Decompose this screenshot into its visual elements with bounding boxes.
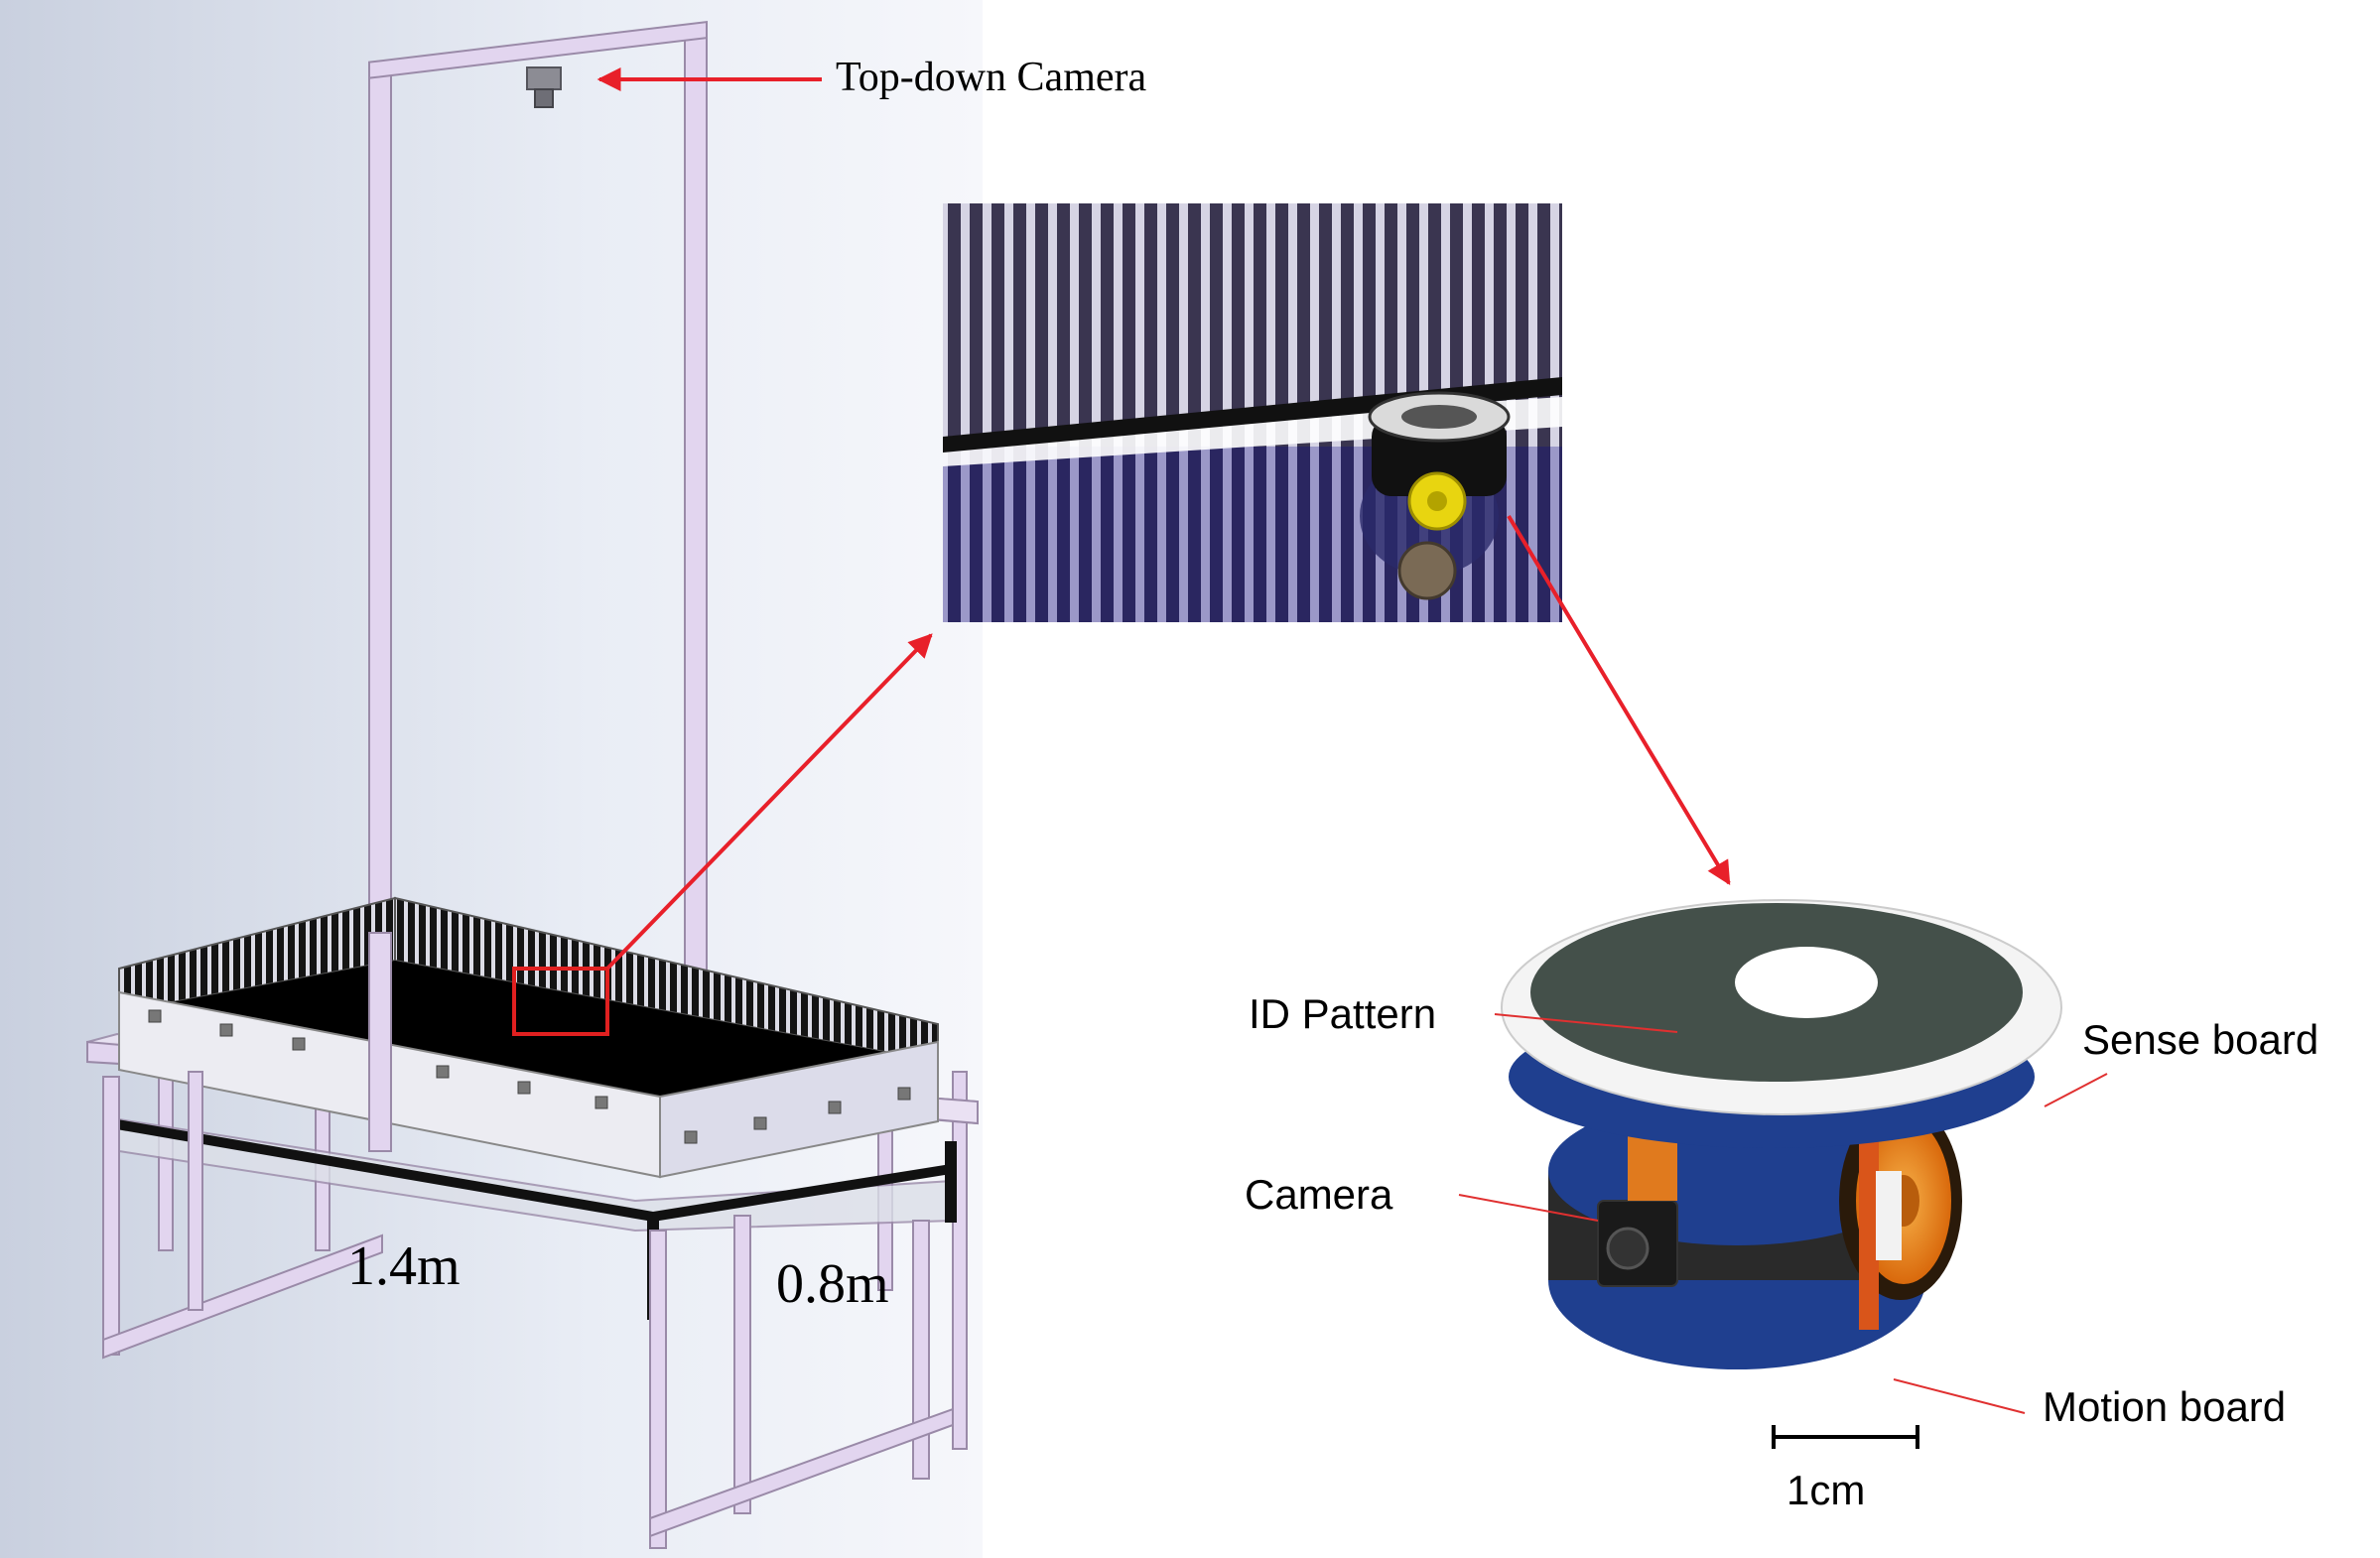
motion-board-callout: [1893, 1378, 2026, 1414]
arena-length-label: 1.4m: [347, 1235, 461, 1297]
arena-width-label: 0.8m: [776, 1253, 889, 1315]
arena-floor: [119, 961, 938, 1116]
zoom-arrow: [605, 633, 933, 971]
motion-board-label: Motion board: [2043, 1383, 2287, 1430]
arena-render: [0, 0, 983, 1558]
id-pattern-label: ID Pattern: [1249, 990, 1437, 1037]
callout-lines: [1458, 1013, 2108, 1414]
wall-markers: [148, 1009, 911, 1144]
detail-arrow: [1507, 514, 1731, 886]
render-background: [0, 0, 983, 1558]
sense-board-label: Sense board: [2082, 1016, 2319, 1063]
arena-front-wall-right: [659, 1040, 939, 1179]
camera-icon: [526, 66, 562, 108]
arena-closeup-photo: [943, 203, 1562, 622]
camera-label: Camera: [1245, 1171, 1393, 1218]
arena-box: [118, 896, 939, 1179]
id-pattern-callout: [1494, 1013, 1678, 1033]
scale-bar-label: 1cm: [1786, 1467, 1866, 1513]
top-down-camera-label: Top-down Camera: [836, 55, 1147, 100]
zoom-region-box: [512, 967, 609, 1036]
sense-board-callout: [2044, 1073, 2108, 1107]
robot-icon: [1360, 391, 1511, 600]
table-front-legs: [102, 1071, 954, 1549]
robot-photo: [1501, 899, 2062, 1369]
camera-gantry: [368, 20, 708, 1138]
camera-callout: [1458, 1194, 1599, 1222]
scale-bar: [1772, 1425, 1919, 1449]
